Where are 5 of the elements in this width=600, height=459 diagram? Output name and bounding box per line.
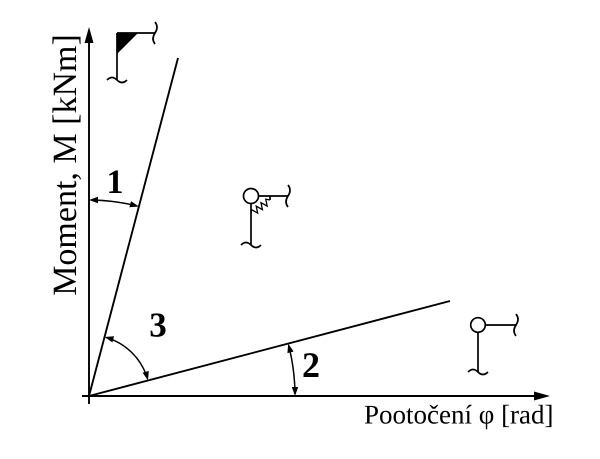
angle-label: 3 [149,308,167,342]
angle-label: 2 [302,347,320,383]
axis-title: Moment, M [kNm] [49,34,83,296]
angle-label: 1 [106,166,124,200]
axis-title: Pootočení φ [rad] [364,402,554,428]
